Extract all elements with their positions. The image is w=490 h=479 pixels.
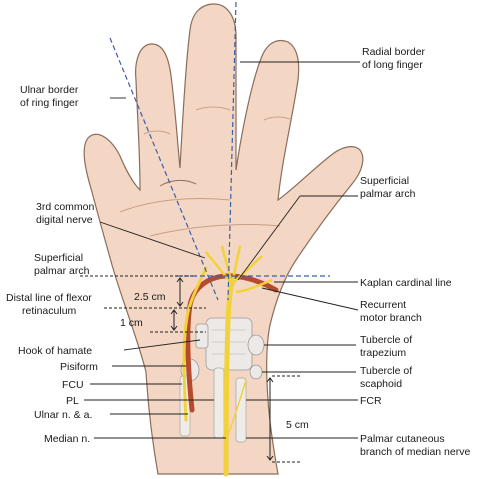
hook-of-hamate-label: Hook of hamate (18, 345, 92, 357)
distance-1cm-label: 1 cm (120, 317, 143, 329)
finger-crease (143, 130, 171, 135)
nerves (182, 245, 273, 477)
leader-lines (84, 61, 360, 439)
tubercle-of-trapezium-label: Tubercle of trapezium (360, 334, 415, 359)
hand-illustration (83, 3, 364, 475)
labels: Ulnar border of ring finger Radial borde… (6, 46, 470, 458)
knuckle-crease (159, 179, 197, 187)
pisiform-label: Pisiform (60, 361, 98, 373)
superficial-palmar-arch-left-label: Superficial palmar arch (34, 252, 90, 277)
palmar-cutaneous-branch-label: Palmar cutaneous branch of median nerve (360, 433, 470, 458)
median-nerve (223, 281, 235, 477)
pl-label: PL (66, 395, 79, 407)
finger-crease (195, 106, 231, 111)
finger-crease (263, 116, 293, 121)
distal-line-flexor-retinaculum-label: Distal line of flexor retinaculum (6, 292, 95, 317)
recurrent-motor-branch (235, 278, 273, 294)
recurrent-motor-branch-label: Recurrent motor branch (360, 299, 422, 324)
third-common-digital-nerve-label: 3rd common digital nerve (36, 201, 97, 226)
palm-crease (149, 223, 281, 237)
measurement-arrows (170, 277, 274, 461)
palmar-cutaneous-branch (225, 379, 247, 441)
fcu-label: FCU (62, 379, 84, 391)
tubercle-of-scaphoid-label: Tubercle of scaphoid (360, 365, 415, 390)
tubercle-of-trapezium-shape (247, 334, 265, 356)
fcr-label: FCR (360, 395, 382, 407)
median-nerve-label: Median n. (44, 433, 90, 445)
fcr-tendon (235, 377, 247, 443)
ulnar-nerve (182, 266, 208, 422)
ulnar-border-label: Ulnar border of ring finger (20, 84, 81, 109)
distance-5cm-label: 5 cm (286, 419, 309, 431)
ulnar-nerve-artery-label: Ulnar n. & a. (34, 409, 92, 421)
radial-border-label: Radial border of long finger (362, 46, 428, 71)
distance-2-5cm-label: 2.5 cm (134, 291, 166, 303)
hook-of-hamate-shape (195, 323, 209, 349)
hand-silhouette (83, 3, 364, 475)
kaplan-cardinal-line-label: Kaplan cardinal line (360, 277, 452, 289)
measurement-lines (80, 275, 300, 463)
radial-border-long-finger-line (227, 1, 237, 301)
pl-tendon (213, 367, 225, 439)
palm-crease (119, 198, 231, 213)
superficial-palmar-arch-right-label: Superficial palmar arch (360, 175, 416, 200)
tubercle-of-scaphoid-shape (249, 364, 263, 380)
